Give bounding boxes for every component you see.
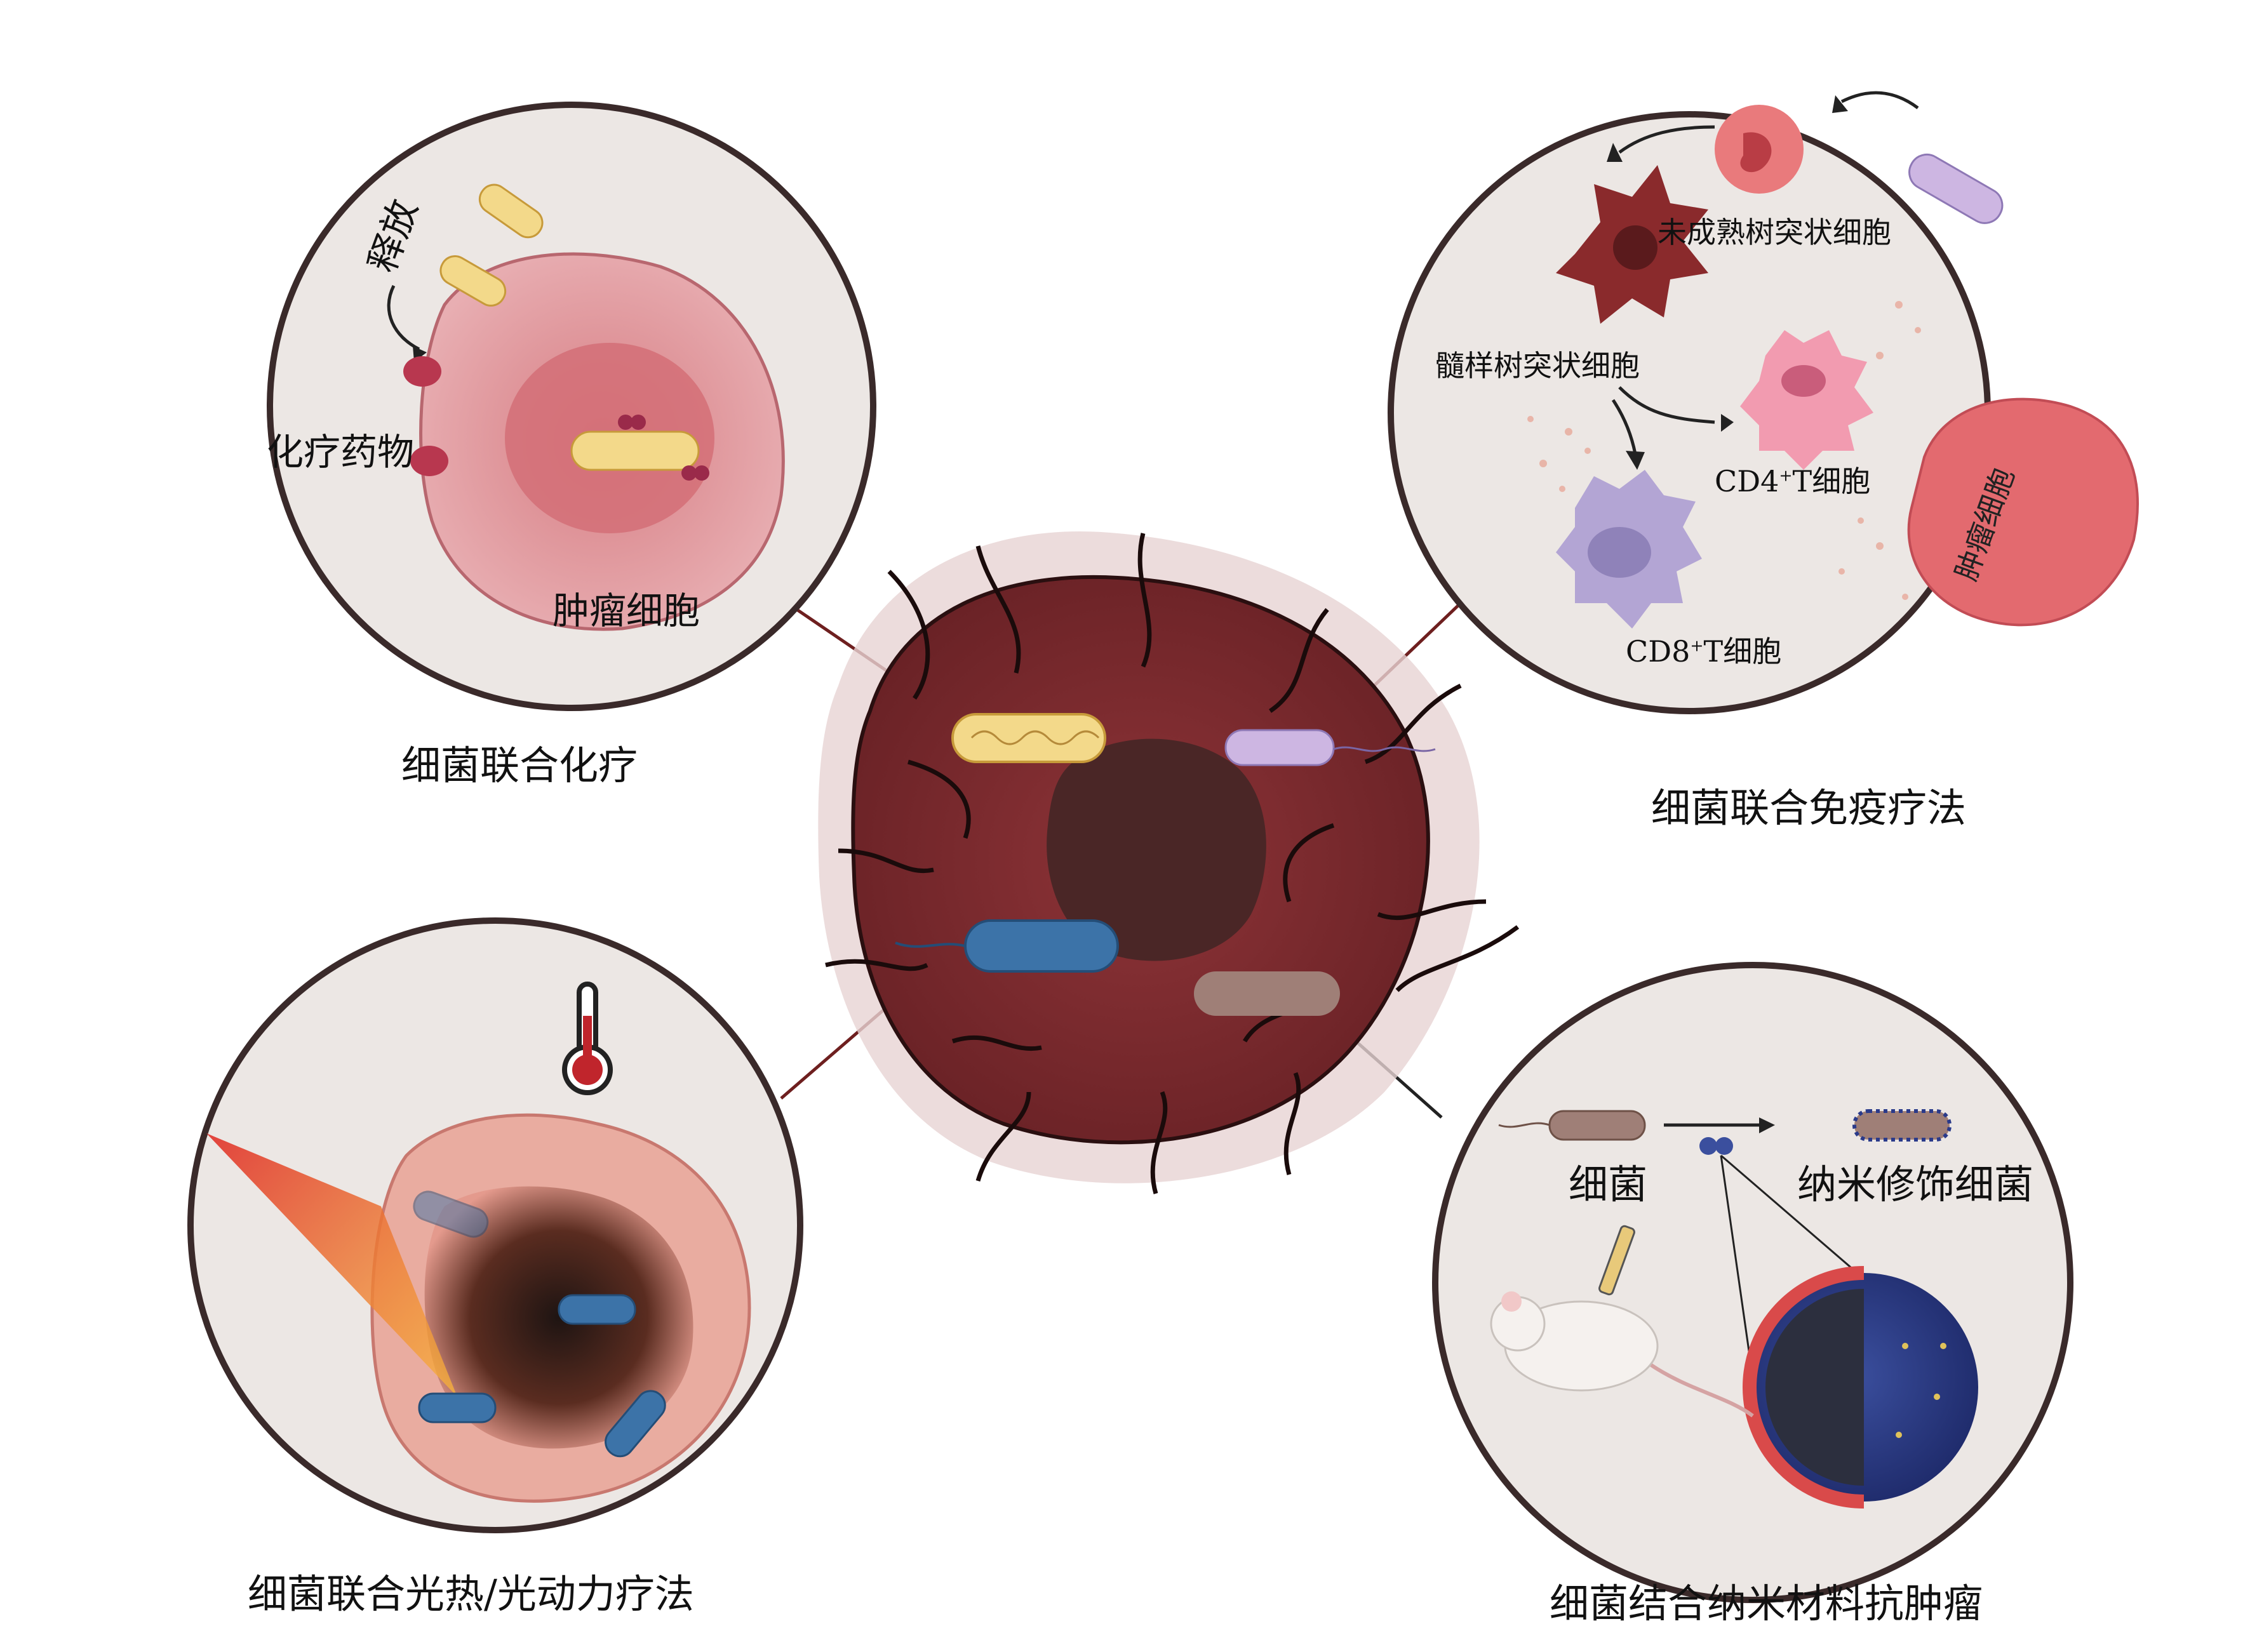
label-chemo-drug: 化疗药物 bbox=[267, 430, 415, 474]
chemo-bacterium-2 bbox=[439, 255, 507, 307]
label-myeloid-dc: 髓样树突状细胞 bbox=[1435, 349, 1640, 383]
bacterium-yellow bbox=[951, 713, 1106, 763]
caption-immuno: 细菌联合免疫疗法 bbox=[1651, 785, 1967, 831]
photo-bacterium-4 bbox=[413, 1190, 489, 1238]
panel-nano-circle bbox=[1432, 962, 2073, 1603]
syringe-icon bbox=[1598, 1225, 1635, 1296]
arrow-mdc-to-cd8 bbox=[1611, 399, 1637, 455]
panel-chemo bbox=[267, 102, 876, 711]
label-immature-dc: 未成熟树突状细胞 bbox=[1657, 215, 1891, 250]
chemo-bacterium-1 bbox=[478, 183, 544, 239]
cd4-t-cell-icon bbox=[1740, 330, 1873, 470]
panel-immuno-circle bbox=[1388, 111, 1991, 714]
nano-bacterium-modified bbox=[1852, 1109, 1952, 1142]
photo-tumor-core bbox=[424, 1186, 693, 1449]
tumor-nucleus bbox=[1047, 738, 1266, 961]
immuno-bacterium bbox=[1908, 154, 2004, 224]
bacterium-blue bbox=[964, 919, 1119, 973]
photo-bacterium-1 bbox=[558, 1294, 636, 1325]
laser-beam bbox=[206, 1133, 457, 1397]
arrow-idc-to-mdc bbox=[1618, 125, 1715, 154]
bacterium-purple bbox=[1224, 729, 1335, 766]
caption-nano: 细菌结合纳米材料抗肿瘤 bbox=[1550, 1580, 1983, 1627]
panel-nano bbox=[1432, 962, 2073, 1603]
nanoparticle-small bbox=[1699, 1137, 1717, 1155]
photo-bacterium-3 bbox=[605, 1390, 666, 1458]
drug-particle-2 bbox=[410, 446, 448, 476]
caption-chemo: 细菌联合化疗 bbox=[401, 742, 638, 789]
blood-vessels bbox=[825, 533, 1520, 1194]
bacterium-brown bbox=[1194, 971, 1340, 1016]
central-tumor bbox=[818, 531, 1520, 1194]
release-arrow bbox=[387, 284, 420, 351]
label-bacteria: 细菌 bbox=[1569, 1161, 1648, 1208]
nano-bacterium-plain bbox=[1548, 1110, 1646, 1141]
arrow-bacteria-to-idc bbox=[1840, 91, 1919, 110]
drug-particle-1 bbox=[403, 356, 441, 387]
immuno-tumor-cell bbox=[1907, 397, 2139, 627]
label-nano-bacteria: 纳米修饰细菌 bbox=[1797, 1161, 2034, 1208]
label-chemo-tumor: 肿瘤细胞 bbox=[552, 589, 700, 632]
panel-immuno bbox=[1388, 91, 2139, 714]
arrow-mdc-to-cd4 bbox=[1618, 386, 1715, 424]
caption-photo: 细菌联合光热/光动力疗法 bbox=[248, 1571, 694, 1617]
label-cd4: CD4+T细胞 bbox=[1715, 464, 1871, 498]
panel-photo bbox=[187, 917, 803, 1533]
label-cd8: CD8+T细胞 bbox=[1626, 634, 1782, 669]
photo-bacterium-2 bbox=[418, 1392, 497, 1423]
chemo-bacterium-inside bbox=[570, 430, 700, 471]
cytokine-dots bbox=[1527, 301, 1921, 600]
